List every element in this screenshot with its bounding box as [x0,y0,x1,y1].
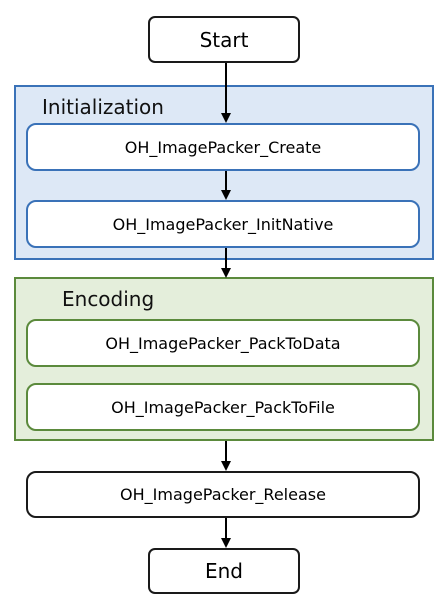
oh-imagepacker-packtodata-step: OH_ImagePacker_PackToData [26,319,420,367]
oh-imagepacker-packtofile-step: OH_ImagePacker_PackToFile [26,383,420,431]
oh-imagepacker-initnative-step: OH_ImagePacker_InitNative [26,200,420,248]
initialization-group-title: Initialization [42,95,164,119]
end-node: End [148,548,300,594]
start-node: Start [148,16,300,63]
oh-imagepacker-release-step: OH_ImagePacker_Release [26,471,420,518]
encoding-group-title: Encoding [62,287,155,311]
oh-imagepacker-create-step: OH_ImagePacker_Create [26,123,420,171]
